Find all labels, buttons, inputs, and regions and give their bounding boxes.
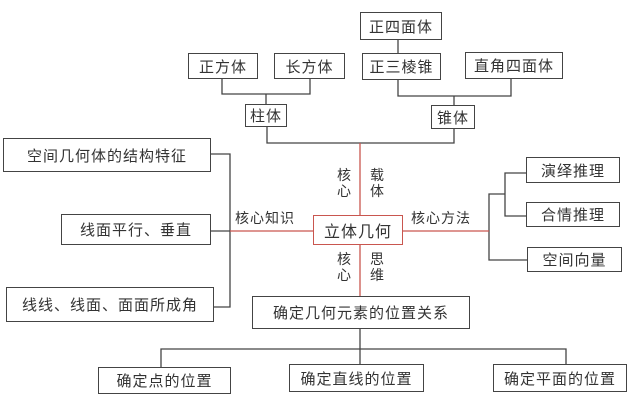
thinking-label-right: 思维 xyxy=(370,252,384,284)
node-parallel-perpendicular: 线面平行、垂直 xyxy=(61,214,211,245)
connector-line xyxy=(221,79,311,95)
node-deductive-reasoning: 演绎推理 xyxy=(526,157,620,183)
node-space-vector: 空间向量 xyxy=(527,247,622,272)
node-solid-geometry: 立体几何 xyxy=(313,215,403,245)
node-cuboid: 长方体 xyxy=(274,53,345,79)
node-cube: 正方体 xyxy=(188,53,258,79)
connector-line xyxy=(397,79,512,97)
thinking-label-left: 核心 xyxy=(337,252,351,284)
node-right-tetrahedron: 直角四面体 xyxy=(465,52,563,79)
node-point-position: 确定点的位置 xyxy=(98,367,231,394)
connector-line xyxy=(160,348,567,367)
carrier-label-left: 核心 xyxy=(337,168,351,200)
connector-line xyxy=(488,193,527,261)
carrier-label-right: 载体 xyxy=(370,168,384,200)
connector-line xyxy=(266,127,455,144)
connector-line xyxy=(504,172,526,217)
node-position-relations: 确定几何元素的位置关系 xyxy=(252,296,470,329)
node-pyramid: 锥体 xyxy=(431,105,475,129)
node-angles: 线线、线面、面面所成角 xyxy=(6,287,214,322)
node-line-position: 确定直线的位置 xyxy=(289,364,424,392)
method-label: 核心方法 xyxy=(411,211,471,227)
knowledge-label: 核心知识 xyxy=(235,211,295,227)
node-regular-triangular-pyramid: 正三棱锥 xyxy=(362,53,441,80)
node-structure-features: 空间几何体的结构特征 xyxy=(3,138,211,172)
node-plausible-reasoning: 合情推理 xyxy=(526,202,620,227)
node-regular-tetrahedron: 正四面体 xyxy=(360,12,442,40)
node-prism: 柱体 xyxy=(245,104,287,127)
node-plane-position: 确定平面的位置 xyxy=(493,364,627,392)
